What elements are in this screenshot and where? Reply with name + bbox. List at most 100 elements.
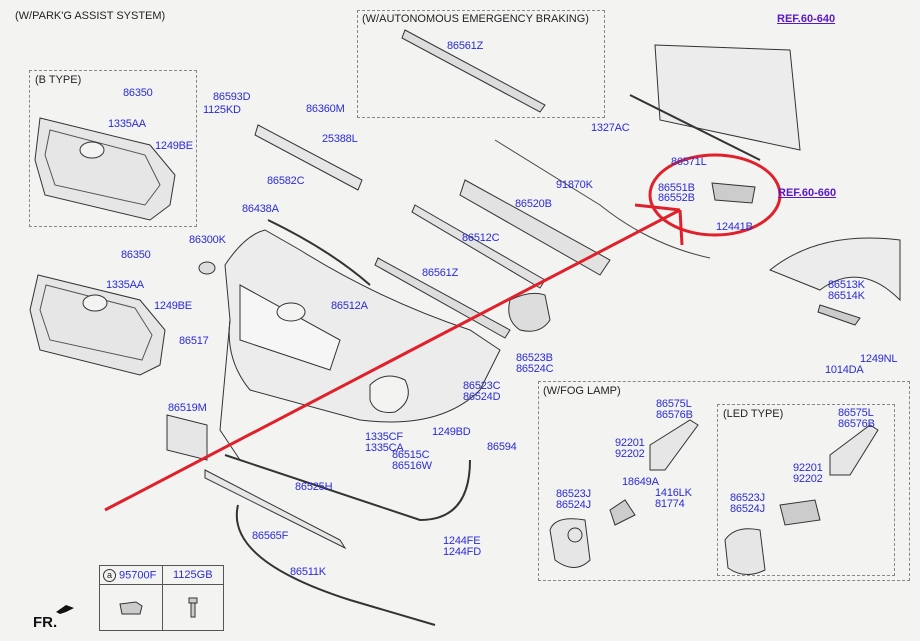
part-label-86519m[interactable]: 86519M: [168, 402, 207, 414]
part-label-1335aa[interactable]: 1335AA: [106, 279, 144, 291]
legend-part-1125gb[interactable]: 1125GB: [173, 569, 213, 581]
b-type-title: (B TYPE): [35, 74, 82, 86]
part-label-1335ca[interactable]: 1335CA: [365, 442, 404, 454]
part-label-86523j[interactable]: 86523J: [556, 488, 591, 500]
part-label-86594[interactable]: 86594: [487, 441, 517, 453]
part-label-1125kd[interactable]: 1125KD: [203, 104, 241, 116]
part-label-led-92201[interactable]: 92201: [793, 462, 823, 474]
part-label-86511k[interactable]: 86511K: [290, 566, 326, 578]
legend-part-95700f[interactable]: 95700F: [119, 569, 157, 582]
part-label-86360m[interactable]: 86360M: [306, 103, 345, 115]
part-label-86514k[interactable]: 86514K: [828, 290, 865, 302]
aeb-title: (W/AUTONOMOUS EMERGENCY BRAKING): [362, 13, 589, 25]
part-label-86523j-86524j[interactable]: 86523J 86524J: [556, 489, 591, 511]
legend-cell-1125gb[interactable]: 1125GB: [173, 569, 213, 581]
license-plate-bracket: [166, 414, 208, 461]
part-label-86300k[interactable]: 86300K: [189, 234, 226, 246]
bracket: [711, 182, 756, 204]
part-label-86524d[interactable]: 86524D: [463, 391, 501, 403]
part-label-1249nl[interactable]: 1249NL: [860, 353, 898, 365]
part-label-86576b[interactable]: 86576B: [656, 409, 693, 421]
part-label-86523b[interactable]: 86523B: [516, 352, 553, 364]
part-label-86520b[interactable]: 86520B: [515, 198, 552, 210]
part-label-86517[interactable]: 86517: [179, 335, 209, 347]
part-label-92202[interactable]: 92202: [615, 448, 645, 460]
part-label-86561z[interactable]: 86561Z: [422, 267, 459, 279]
ref-60-640-link[interactable]: REF.60-640: [777, 13, 836, 25]
part-label-led-86524j[interactable]: 86524J: [730, 503, 765, 515]
part-label-86565f[interactable]: 86565F: [252, 530, 289, 542]
part-label-led-86575l-86576b[interactable]: 86575L 86576B: [838, 408, 875, 430]
part-label-86512a[interactable]: 86512A: [331, 300, 368, 312]
part-label-led-86523j[interactable]: 86523J: [730, 492, 765, 504]
part-label-1416lk-81774[interactable]: 1416LK 81774: [655, 488, 692, 510]
part-label-1014da[interactable]: 1014DA: [825, 364, 864, 376]
part-label-1244fe-1244fd[interactable]: 1244FE 1244FD: [443, 536, 481, 558]
part-label-86524c[interactable]: 86524C: [516, 363, 554, 375]
back-beam: [654, 44, 801, 151]
part-label-86593d[interactable]: 86593D: [213, 91, 251, 103]
part-label-86523c[interactable]: 86523C: [463, 380, 501, 392]
part-label-86561z-aeb[interactable]: 86561Z: [447, 40, 484, 52]
part-label-1249bd[interactable]: 1249BD: [432, 426, 471, 438]
part-label-led-86575l[interactable]: 86575L: [838, 407, 874, 419]
part-label-86515c-86516w[interactable]: 86515C 86516W: [392, 450, 432, 472]
part-label-1335aa-btype[interactable]: 1335AA: [108, 118, 146, 130]
part-label-91870k[interactable]: 91870K: [556, 179, 593, 191]
part-label-1335cf-1335ca[interactable]: 1335CF 1335CA: [365, 432, 404, 454]
annotation-callout: [104, 153, 782, 512]
part-label-1416lk[interactable]: 1416LK: [655, 487, 692, 499]
part-label-86523c-86524d[interactable]: 86523C 86524D: [463, 380, 501, 403]
part-label-12441b[interactable]: 12441B: [716, 221, 753, 233]
front-arrow-icon: [56, 605, 74, 614]
emblem: [198, 261, 216, 275]
fog-lamp-box: [538, 381, 910, 581]
part-label-86515c[interactable]: 86515C: [392, 449, 430, 461]
part-label-86575l-86576b[interactable]: 86575L 86576B: [656, 399, 693, 421]
part-label-81774[interactable]: 81774: [655, 498, 685, 510]
part-label-1249be[interactable]: 1249BE: [154, 300, 192, 312]
part-label-led-86523j-86524j[interactable]: 86523J 86524J: [730, 493, 765, 515]
ref-60-660-link[interactable]: REF.60-660: [778, 187, 837, 199]
fog-lamp-cover: [549, 518, 591, 568]
part-label-92201[interactable]: 92201: [615, 437, 645, 449]
part-label-led-92202[interactable]: 92202: [793, 473, 823, 485]
part-label-1249be-btype[interactable]: 1249BE: [155, 140, 193, 152]
part-label-86516w[interactable]: 86516W: [392, 460, 432, 472]
part-label-led-86576b[interactable]: 86576B: [838, 418, 875, 430]
aeb-box: [357, 10, 605, 118]
part-label-1327ac[interactable]: 1327AC: [591, 122, 630, 134]
part-label-86513k-86514k[interactable]: 86513K 86514K: [828, 280, 865, 302]
part-label-86525h[interactable]: 86525H: [295, 481, 333, 493]
garnish: [374, 257, 511, 339]
part-label-86571l[interactable]: 86571L: [671, 156, 707, 168]
part-label-86551b[interactable]: 86551B: [658, 182, 695, 194]
part-label-25388l[interactable]: 25388L: [322, 133, 358, 145]
part-label-92201-92202[interactable]: 92201 92202: [615, 438, 645, 460]
part-label-1244fd[interactable]: 1244FD: [443, 546, 481, 558]
part-label-86552b[interactable]: 86552B: [658, 192, 695, 204]
fog-duct: [649, 419, 699, 471]
park-assist-title: (W/PARK'G ASSIST SYSTEM): [15, 10, 166, 22]
callout-circle: [648, 153, 782, 237]
part-label-86582c[interactable]: 86582C: [267, 175, 305, 187]
part-label-86575l[interactable]: 86575L: [656, 398, 692, 410]
parking-sensor-icon: [119, 601, 143, 615]
part-label-86513k[interactable]: 86513K: [828, 279, 865, 291]
part-label-86438a[interactable]: 86438A: [242, 203, 279, 215]
part-label-led-92201-92202[interactable]: 92201 92202: [793, 463, 823, 485]
part-label-86523b-86524c[interactable]: 86523B 86524C: [516, 352, 554, 375]
callout-arrow-head-2: [678, 209, 684, 246]
part-label-86350-btype[interactable]: 86350: [123, 87, 153, 99]
part-label-1335cf[interactable]: 1335CF: [365, 431, 403, 443]
part-label-86524j[interactable]: 86524J: [556, 499, 591, 511]
part-label-86350[interactable]: 86350: [121, 249, 151, 261]
part-label-1244fe[interactable]: 1244FE: [443, 535, 481, 547]
part-label-86512c[interactable]: 86512C: [462, 232, 500, 244]
b-type-box: [29, 70, 197, 227]
legend-marker-a: a: [103, 569, 116, 582]
fog-lamp-title: (W/FOG LAMP): [543, 385, 621, 397]
part-label-18649a[interactable]: 18649A: [622, 476, 659, 488]
